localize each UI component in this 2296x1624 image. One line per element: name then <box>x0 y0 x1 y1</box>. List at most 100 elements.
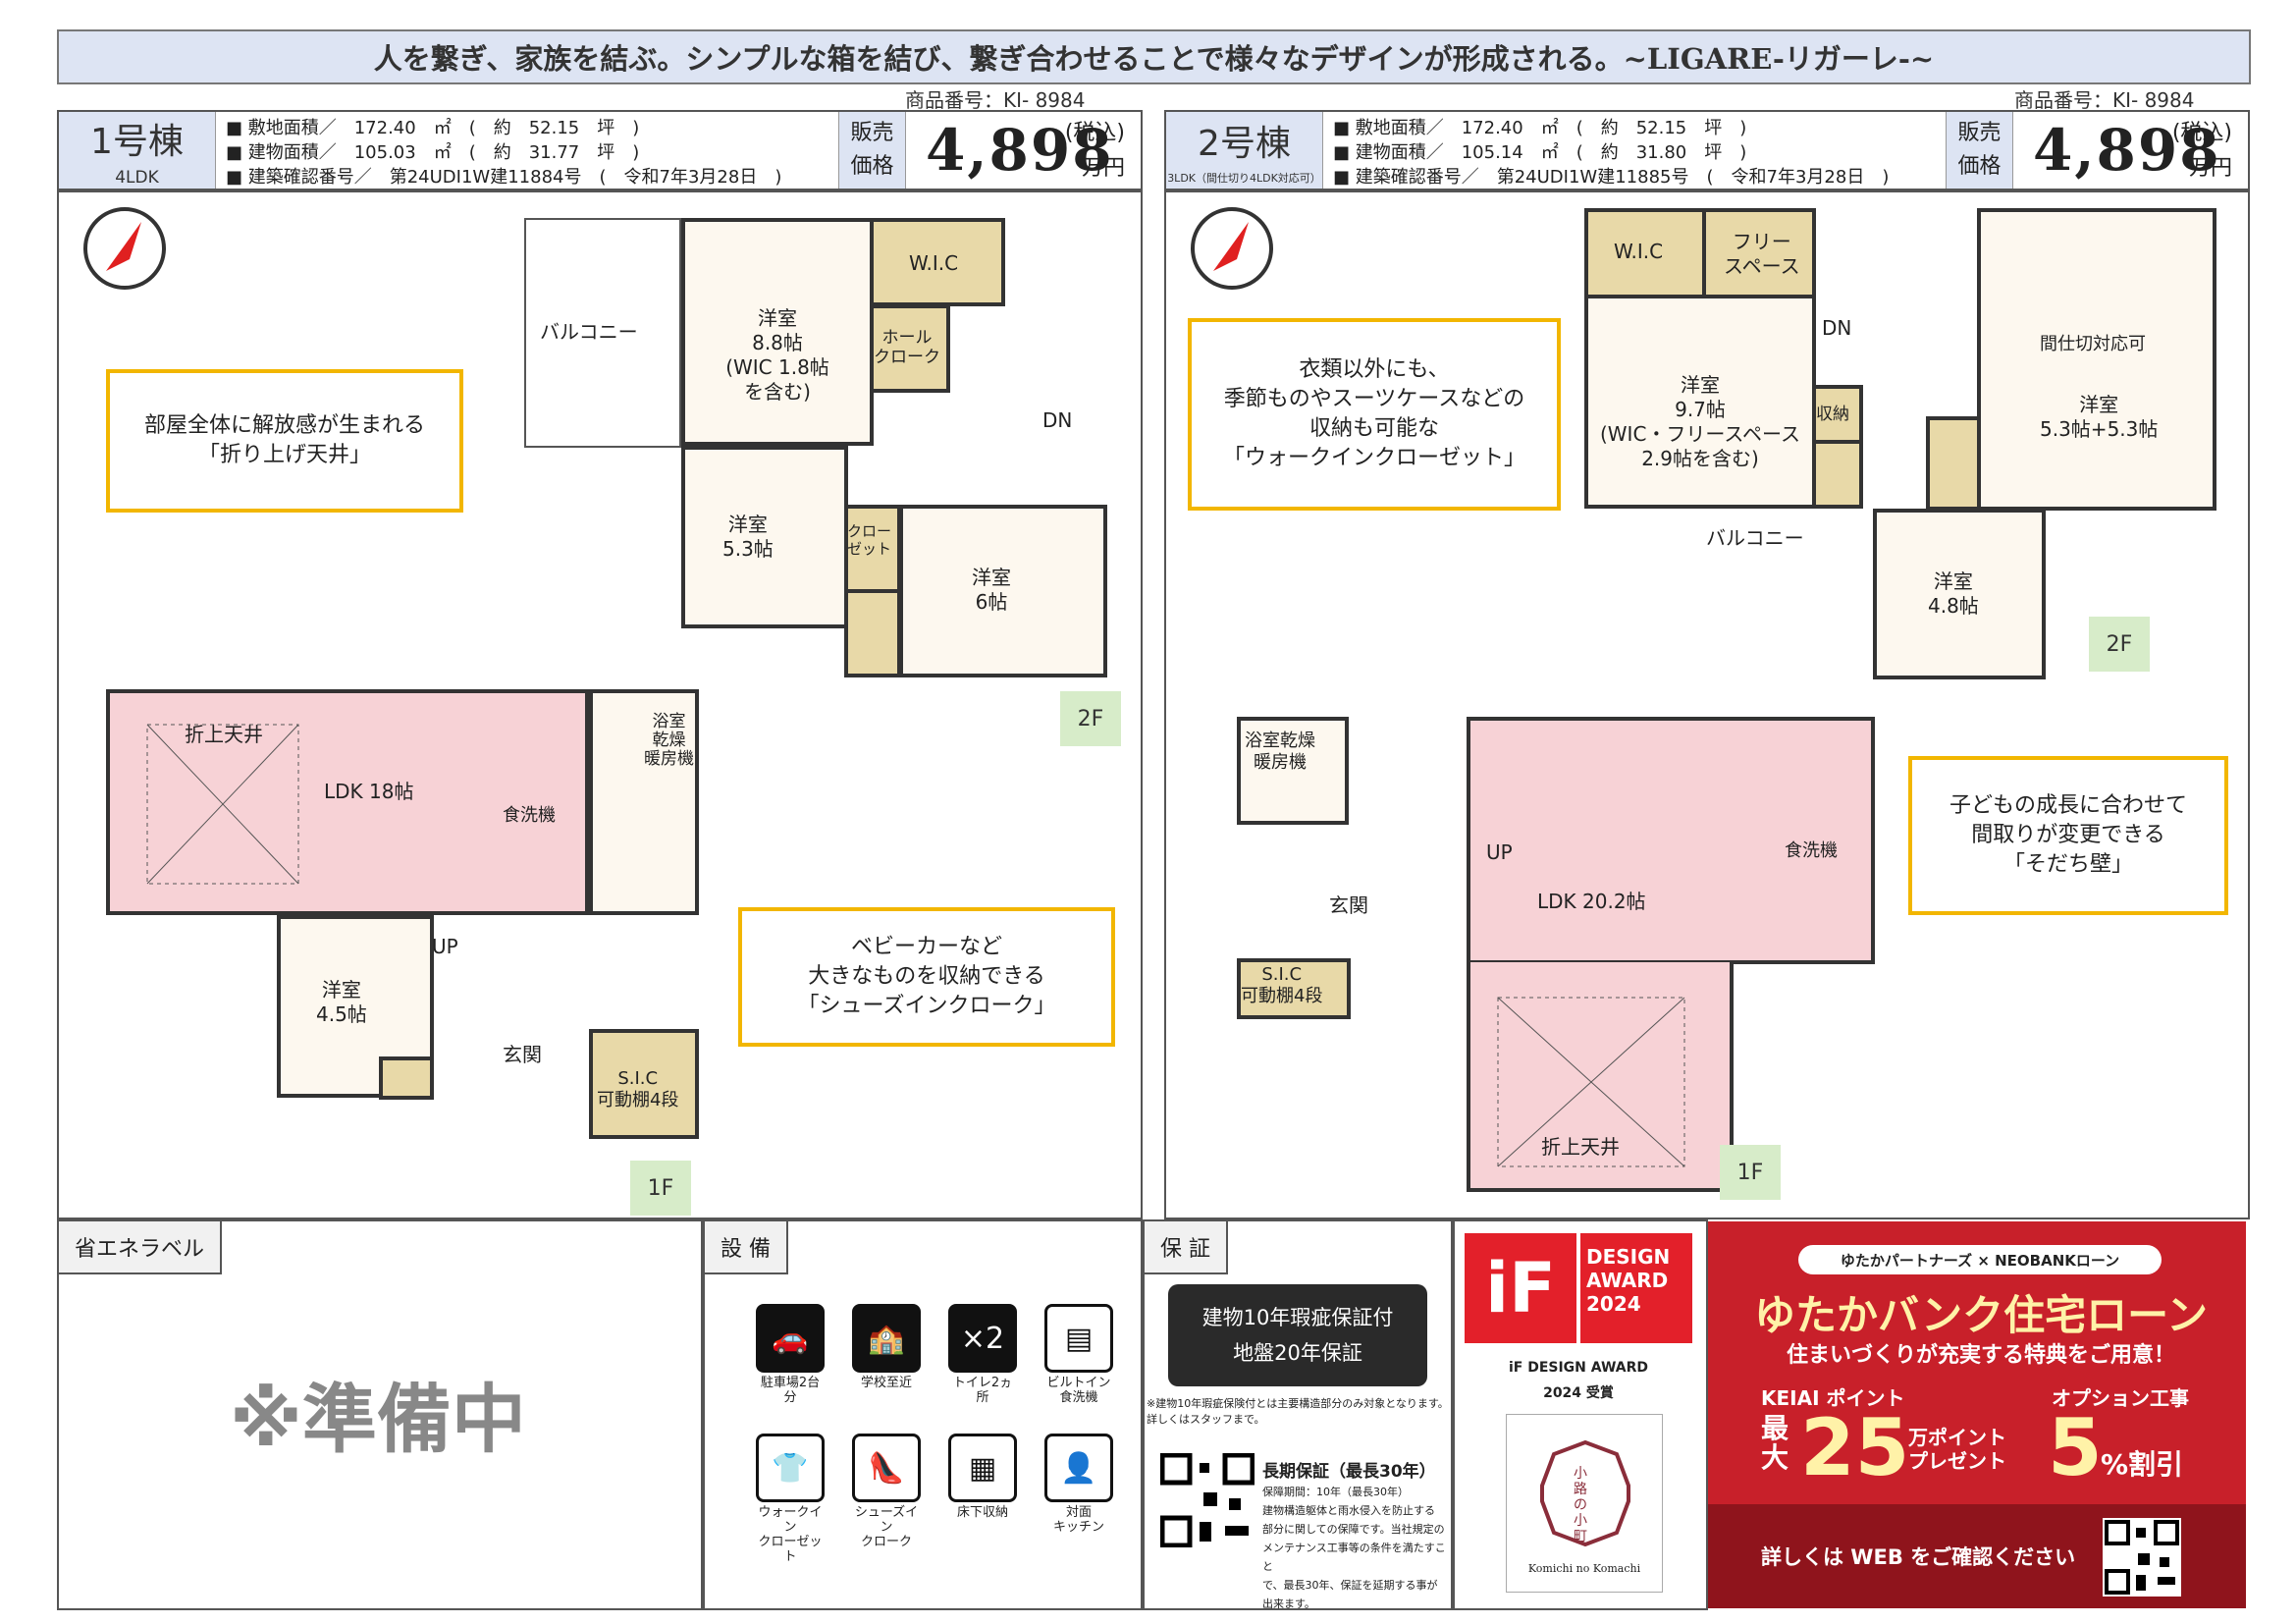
land-area: ■ 敷地面積／ 172.40 ㎡ ( 約 52.15 坪 ) <box>1333 118 1747 138</box>
dishwasher-icon: ▤ビルトイン 食洗機 <box>1044 1304 1113 1405</box>
free-space-label: フリー スペース <box>1724 230 1800 278</box>
energy-pending: ※準備中 <box>230 1376 526 1463</box>
balcony-label: バルコニー <box>1706 526 1804 550</box>
award-caption: iF DESIGN AWARD 2024 受賞 <box>1508 1360 1649 1401</box>
note-shoes-closet: ベビーカーなど 大きなものを収納できる 「シューズインクローク」 <box>738 907 1115 1047</box>
kitchen-icon: 👤対面 キッチン <box>1044 1434 1113 1535</box>
product-number-2: 商品番号：KI- 8984 <box>2014 88 2195 112</box>
price-value: 4,898 <box>926 117 1114 184</box>
ad-point-number: 25 <box>1800 1402 1910 1493</box>
building-2-name: 2号棟 <box>1198 124 1291 164</box>
icon-caption: トイレ2ヵ所 <box>952 1376 1013 1405</box>
ad-discount-number: 5 <box>2048 1402 2103 1493</box>
long-warranty-text: 保障期間：10年（最長30年） 建物構造躯体と雨水侵入を防止する 部分に関しての… <box>1262 1486 1446 1610</box>
building-2-type: 3LDK（間仕切り4LDK対応可） <box>1167 172 1321 185</box>
ceiling-marker <box>1497 997 1685 1167</box>
building-1-type: 4LDK <box>115 168 159 188</box>
icon-caption: ビルトイン 食洗機 <box>1046 1376 1111 1405</box>
room-9-7 <box>1584 295 1816 509</box>
ceiling-marker <box>146 724 299 885</box>
school-icon: 🏫学校至近 <box>852 1304 921 1390</box>
wic-icon: 👕ウォークイン クローゼット <box>756 1434 825 1564</box>
icon-caption: 駐車場2台分 <box>760 1376 821 1405</box>
tax-label: (税込) <box>1064 121 1125 145</box>
ad-max: 最大 <box>1761 1412 1789 1474</box>
up-label: UP <box>1486 840 1513 864</box>
floor-tag-1f: 1F <box>630 1161 691 1216</box>
closet-2 <box>844 589 901 677</box>
warranty-tab: 保 証 <box>1145 1221 1228 1274</box>
room-6-label: 洋室 6帖 <box>972 566 1011 614</box>
shoes-icon: 👠シューズイン クローク <box>852 1434 921 1549</box>
room-6 <box>899 505 1107 677</box>
wic-label: W.I.C <box>909 251 959 275</box>
underfloor-icon: ▦床下収納 <box>948 1434 1017 1520</box>
balcony <box>524 218 681 448</box>
floor-tag-2f: 2F <box>2089 617 2150 672</box>
dn-label: DN <box>1822 316 1852 340</box>
dn-label: DN <box>1042 408 1073 432</box>
ldk-label: LDK 18帖 <box>324 780 414 803</box>
genkan-label: 玄関 <box>503 1043 542 1066</box>
warranty-section: 保 証 建物10年瑕疵保証付 地盤20年保証 ※建物10年瑕疵保険付とは主要構造… <box>1143 1219 1453 1610</box>
icon-caption: ウォークイン クローゼット <box>758 1505 823 1564</box>
equipment-tab: 設 備 <box>705 1221 788 1274</box>
product-number-1: 商品番号：KI- 8984 <box>905 88 1086 112</box>
confirm-no: ■ 建築確認番号／ 第24UDI1W建11884号 ( 令和7年3月28日 ) <box>226 167 782 188</box>
ad-point-unit: 万ポイント プレゼント <box>1908 1426 2006 1473</box>
price-value: 4,898 <box>2033 117 2221 184</box>
dishwasher-label: 食洗機 <box>503 805 556 826</box>
energy-label-section: 省エネラベル ※準備中 <box>57 1219 703 1610</box>
sic-label: S.I.C 可動棚4段 <box>597 1068 679 1110</box>
warranty-box: 建物10年瑕疵保証付 地盤20年保証 <box>1168 1284 1427 1386</box>
warranty-note: ※建物10年瑕疵保険付とは主要構造部分のみ対象となります。 詳しくはスタッフまで… <box>1147 1397 1449 1426</box>
icon-caption: シューズイン クローク <box>854 1505 919 1549</box>
room-5-3-label: 洋室 5.3帖 <box>722 513 774 561</box>
ad-qr-code-icon[interactable] <box>2103 1518 2181 1597</box>
divider-label: 間仕切対応可 <box>2040 334 2146 354</box>
closet-1 <box>844 505 901 593</box>
room-5-3-5-3 <box>1977 208 2216 511</box>
room-9-7-label: 洋室 9.7帖 (WIC・フリースペース 2.9帖を含む) <box>1599 373 1801 470</box>
room-8-8-label: 洋室 8.8帖 (WIC 1.8帖 を含む) <box>725 306 829 404</box>
building-1-header: 1号棟 4LDK ■ 敷地面積／ 172.40 ㎡ ( 約 52.15 坪 ) ■ … <box>57 110 1143 190</box>
room-4-5-label: 洋室 4.5帖 <box>316 978 367 1026</box>
ceiling-label: 折上天井 <box>1541 1135 1620 1159</box>
dishwasher-label: 食洗機 <box>1785 840 1838 861</box>
qr-code-icon <box>1160 1453 1255 1547</box>
price-label: 販売価格 <box>1947 112 2013 189</box>
sic-2 <box>1237 958 1351 1019</box>
ad-subtitle: 住まいづくりが充実する特典をご用意！ <box>1786 1343 2175 1368</box>
room-5-3 <box>681 446 848 628</box>
award-section: iF DESIGN AWARD 2024 iF DESIGN AWARD 202… <box>1453 1219 1708 1610</box>
seal-en-text: Komichi no Komachi <box>1527 1562 1641 1575</box>
wic-label: W.I.C <box>1614 240 1664 263</box>
ldk <box>106 689 589 915</box>
parking-icon: 🚗駐車場2台分 <box>756 1304 825 1405</box>
room-4-8 <box>1873 509 2046 679</box>
note-ceiling: 部屋全体に解放感が生まれる 「折り上げ天井」 <box>106 369 463 513</box>
ad-option-label: オプション工事 <box>2052 1386 2189 1410</box>
ldk-2-upper <box>1467 717 1875 964</box>
ad-footer-text[interactable]: 詳しくは WEB をご確認ください <box>1761 1545 2076 1569</box>
if-logo-text: iF <box>1465 1233 1580 1343</box>
komachi-seal: 小路の小町 Komichi no Komachi <box>1506 1414 1663 1593</box>
up-label: UP <box>432 935 458 958</box>
floor-tag-1f: 1F <box>1720 1145 1781 1200</box>
building-1-name: 1号棟 <box>90 122 184 162</box>
ldk-label: LDK 20.2帖 <box>1537 890 1646 913</box>
ad-discount-unit: %割引 <box>2101 1448 2184 1481</box>
if-logo-title: DESIGN AWARD 2024 <box>1586 1245 1671 1316</box>
closet-2f <box>1812 440 1863 509</box>
price-unit: 万円 <box>1081 156 1125 181</box>
seal-icon <box>1540 1440 1630 1546</box>
ldk-2-lower <box>1467 962 1734 1192</box>
floorplan-panel-1: 部屋全体に解放感が生まれる 「折り上げ天井」 ベビーカーなど 大きなものを収納で… <box>57 190 1143 1219</box>
loan-advertisement[interactable]: ゆたかパートナーズ × NEOBANKローン ゆたかバンク住宅ローン 住まいづく… <box>1708 1221 2246 1608</box>
confirm-no: ■ 建築確認番号／ 第24UDI1W建11885号 ( 令和7年3月28日 ) <box>1333 167 1890 188</box>
land-area: ■ 敷地面積／ 172.40 ㎡ ( 約 52.15 坪 ) <box>226 118 640 138</box>
ad-point-label: KEIAI ポイント <box>1761 1386 1905 1410</box>
long-warranty-title: 長期保証（最長30年） <box>1262 1462 1436 1482</box>
price-label: 販売価格 <box>839 112 906 189</box>
